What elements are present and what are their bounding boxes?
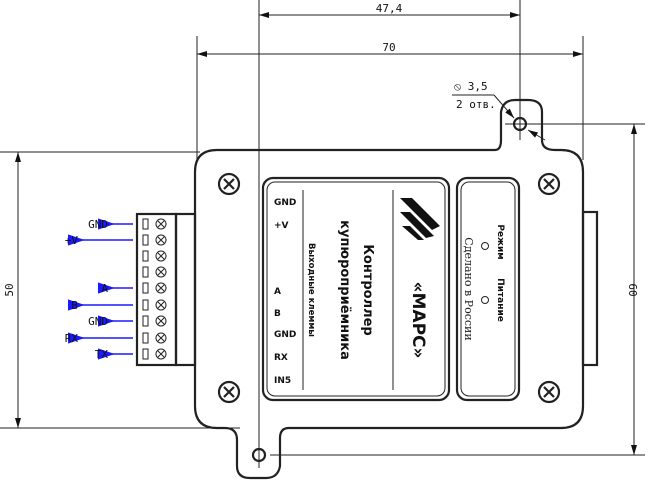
terminal-contact-icon [142, 332, 149, 344]
panel-pin-label: A [274, 287, 281, 297]
brand-logo-icon [400, 198, 440, 240]
terminal-label: TX [95, 348, 109, 361]
mount-hole-bottom [251, 447, 267, 463]
terminal-row: RX [65, 332, 167, 345]
dimension-47: 47,4 [259, 2, 520, 18]
mode-led-icon [481, 242, 489, 250]
panel-pin-label: B [274, 309, 281, 319]
terminal-label: RX [65, 332, 79, 345]
terminal-label: +V [65, 234, 79, 247]
screw-icon [217, 380, 241, 404]
hole-diameter-label: ⦸ 3,5 [454, 80, 488, 93]
hole-count-label: 2 отв. [456, 98, 496, 111]
device-body [193, 98, 585, 480]
label-panel: GND +V A B GND RX IN5 Выходные клеммы Ко… [261, 176, 451, 402]
screw-icons [217, 172, 561, 404]
terminal-rows: GND +V A B GND RX TX [65, 218, 167, 361]
terminal-row: GND [88, 315, 167, 328]
dimension-70: 70 [197, 41, 583, 57]
product-title-line1: Контроллер [360, 244, 375, 335]
terminal-contact-icon [142, 348, 149, 360]
panel-pin-label: +V [274, 221, 289, 231]
terminal-screw-icon [155, 282, 167, 294]
dimension-50: 50 [3, 152, 21, 428]
terminal-screw-icon [155, 348, 167, 360]
terminal-row: B [68, 299, 167, 312]
mode-label: Режим [495, 224, 505, 259]
dimension-47-label: 47,4 [376, 2, 403, 15]
terminal-screw-icon [155, 266, 167, 278]
terminal-row: GND [88, 218, 167, 231]
terminal-label: A [101, 282, 108, 295]
terminal-screw-icon [155, 250, 167, 262]
terminal-label: GND [88, 315, 108, 328]
terminal-contact-icon [142, 218, 149, 230]
power-led-icon [481, 296, 489, 304]
power-label: Питание [495, 278, 505, 322]
terminal-screw-icon [155, 299, 167, 311]
screw-icon [537, 380, 561, 404]
terminal-contact-icon [142, 266, 149, 278]
screw-icon [537, 172, 561, 196]
terminal-screw-icon [155, 218, 167, 230]
terminal-screw-icon [155, 234, 167, 246]
dimension-50-label: 50 [3, 283, 16, 296]
terminal-label: GND [88, 218, 108, 231]
terminal-row: TX [95, 348, 167, 361]
terminal-contact-icon [142, 299, 149, 311]
terminal-screw-icon [155, 332, 167, 344]
screw-icon [217, 172, 241, 196]
made-in-russia-label: Сделано в России [462, 237, 475, 340]
terminal-label: B [71, 299, 78, 312]
dimension-60: 60 [626, 124, 639, 455]
dimension-60-label: 60 [626, 283, 639, 296]
terminal-contact-icon [142, 282, 149, 294]
product-title-line2: купюроприёмника [337, 220, 352, 360]
panel-pin-label: RX [274, 353, 288, 363]
terminal-row [142, 266, 167, 278]
dimension-70-label: 70 [382, 41, 395, 54]
terminal-row: +V [65, 234, 167, 247]
mount-hole-top [512, 116, 528, 132]
terminal-screw-icon [155, 315, 167, 327]
right-connector [581, 210, 599, 367]
terminal-row: A [98, 282, 167, 295]
panel-pin-label: GND [274, 198, 296, 208]
output-terminals-label: Выходные клеммы [306, 243, 316, 337]
terminal-block [135, 212, 197, 367]
indicator-panel: Режим Питание Сделано в России [455, 176, 521, 402]
brand-name: «МАРС» [408, 282, 428, 359]
terminal-row [142, 250, 167, 262]
extension-lines [0, 0, 645, 468]
panel-pin-label: IN5 [274, 376, 291, 386]
terminal-contact-icon [142, 315, 149, 327]
panel-pin-label: GND [274, 330, 296, 340]
terminal-contact-icon [142, 234, 149, 246]
terminal-contact-icon [142, 250, 149, 262]
hole-callout: ⦸ 3,5 2 отв. [452, 80, 546, 141]
